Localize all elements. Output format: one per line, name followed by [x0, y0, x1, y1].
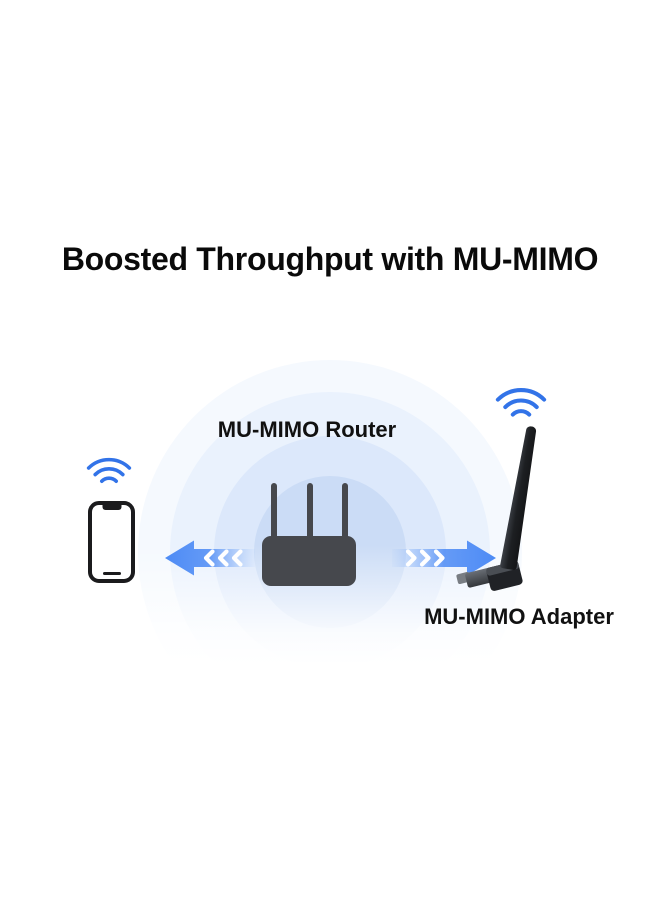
arrow-right-chevrons [405, 549, 445, 567]
router-body [262, 536, 356, 586]
arrow-right-icon [392, 540, 496, 576]
adapter-label: MU-MIMO Adapter [424, 604, 614, 629]
phone-notch [102, 505, 121, 510]
adapter-antenna-blade [500, 426, 536, 570]
router-antenna [342, 483, 348, 541]
phone-homebar [102, 572, 121, 575]
arrow-left-chevrons [203, 549, 243, 567]
page-title: Boosted Throughput with MU-MIMO [61, 241, 599, 277]
router-antenna [307, 483, 313, 541]
arrow-left-shape [165, 540, 255, 576]
wifi-signal-icon [495, 388, 547, 417]
usb-adapter-icon [456, 426, 536, 591]
wifi-arcs [86, 457, 132, 483]
wifi-arcs [495, 388, 547, 417]
arrow-left-icon [165, 540, 255, 576]
router-label: MU-MIMO Router [217, 417, 397, 442]
wifi-signal-icon [86, 457, 132, 483]
router-antenna [271, 483, 277, 541]
smartphone-icon [88, 501, 135, 583]
